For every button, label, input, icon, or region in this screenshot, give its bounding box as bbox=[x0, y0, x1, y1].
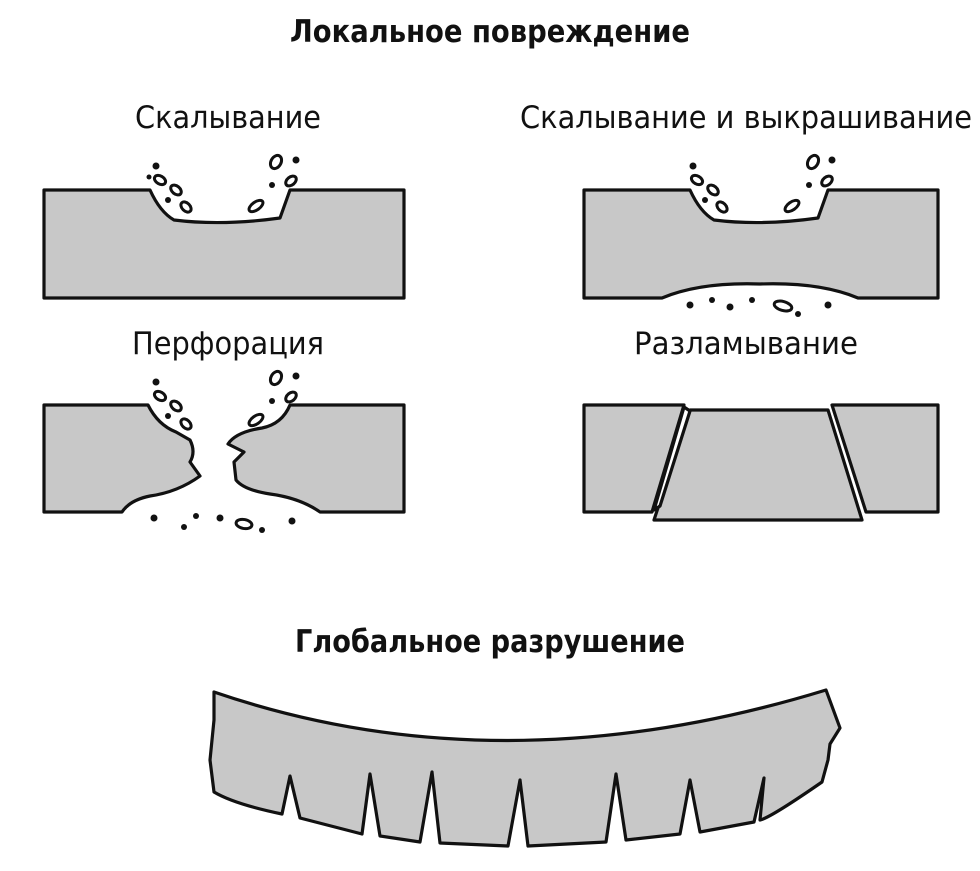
panel-spalling: Скалывание bbox=[42, 100, 406, 300]
panel-label-fracturing: Разламывание bbox=[634, 326, 858, 362]
panel-global-failure bbox=[208, 688, 842, 848]
panel-label-perforation: Перфорация bbox=[132, 326, 324, 362]
panel-perforation: Перфорация bbox=[42, 326, 406, 533]
local-damage-title: Локальное повреждение bbox=[290, 14, 690, 50]
fragments-spalling-scabbing bbox=[686, 153, 836, 317]
global-failure-title: Глобальное разрушение bbox=[295, 624, 685, 660]
slab-fracturing-right bbox=[830, 403, 940, 514]
panel-label-spalling: Скалывание bbox=[135, 100, 321, 136]
panel-spalling-scabbing: Скалывание и выкрашивание bbox=[520, 100, 972, 317]
panel-fracturing: Разламывание bbox=[582, 326, 940, 522]
slab-perforation-right bbox=[226, 403, 406, 514]
slab-perforation-left bbox=[42, 403, 202, 514]
slab-fracturing-left bbox=[582, 403, 686, 514]
crack-fracturing-left bbox=[652, 405, 692, 512]
slab-global-failure bbox=[208, 688, 842, 848]
panel-label-spalling-scabbing: Скалывание и выкрашивание bbox=[520, 100, 972, 136]
slab-spalling bbox=[42, 188, 406, 300]
slab-spalling-scabbing bbox=[582, 188, 940, 300]
fragments-spalling bbox=[146, 153, 300, 214]
fragments-perforation bbox=[150, 369, 300, 533]
